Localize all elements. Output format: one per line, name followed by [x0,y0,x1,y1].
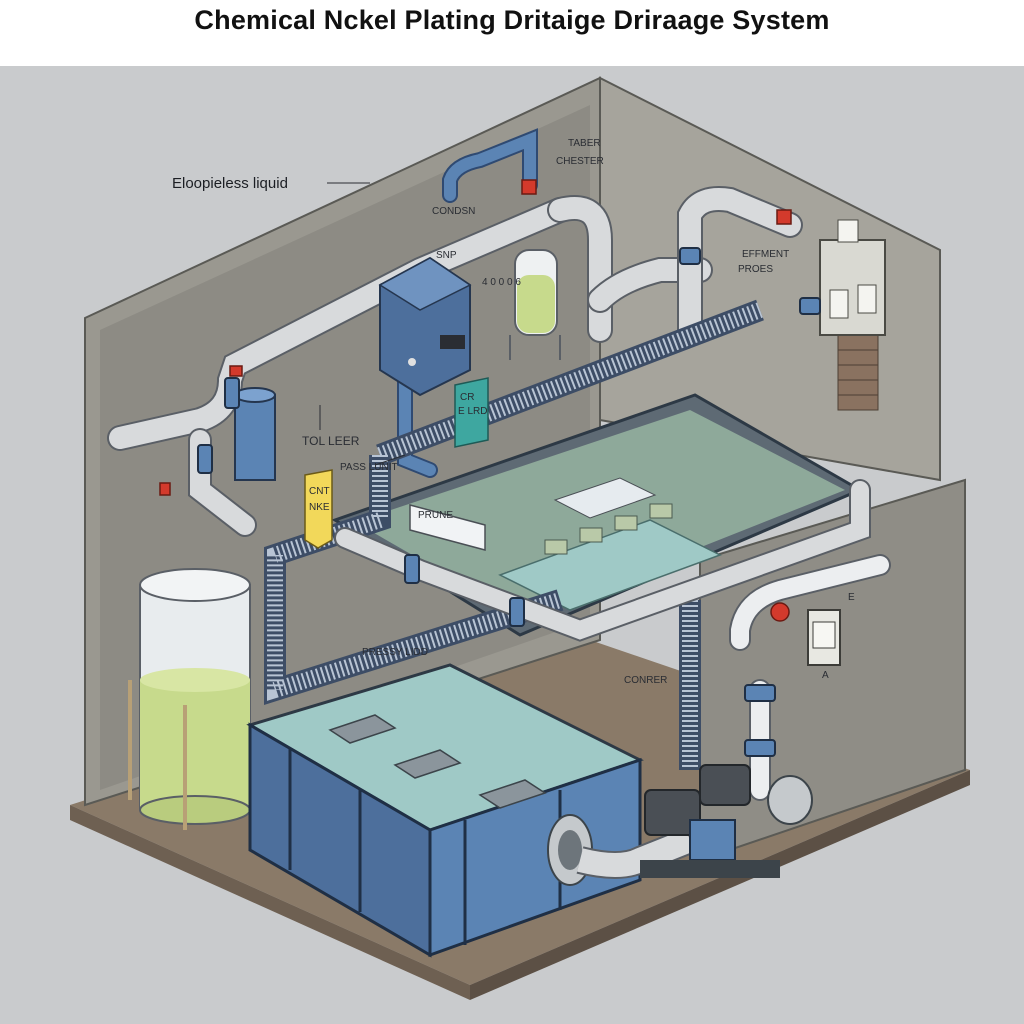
floor-edge-right [470,770,970,1000]
label-snp: SNP [436,250,457,261]
valves [159,179,792,622]
label-press-lid: PRESSY LIDD [362,647,428,658]
label-a: A [822,670,829,681]
label-chester: CHESTER [556,156,604,167]
prune-sign [409,504,486,551]
label-cr: CR [460,392,474,403]
label-prods: PROES [738,264,773,275]
teal-tag [454,377,489,448]
wall-display [807,609,841,666]
gauge-panel [819,219,886,336]
label-cnt: CNT [309,486,330,497]
pumps [576,764,813,879]
control-box [378,256,472,397]
diagram-title: Chemical Nckel Plating Dritaige Driraage… [194,5,830,35]
brick-column [837,334,879,411]
reagent-flask [509,249,561,360]
concrete-channels [264,299,764,770]
floor-edge [70,805,470,1000]
label-toleer: TOL LEER [302,434,360,448]
label-conrer: CONRER [624,675,667,686]
electroless-tank [128,568,251,830]
label-pass-unit: PASS LUNIT [340,462,398,473]
label-eld: E LRD [458,406,487,417]
label-prune: PRUNE [418,510,453,521]
plating-system-illustration: Eloopieless liquid TABER CHESTER CONDSN … [70,76,970,1000]
label-effment: EFFMENT [742,249,789,260]
filter-cylinder [234,387,276,481]
yellow-tag [304,469,333,549]
label-condsn: CONDSN [432,206,475,217]
label-e: E [848,592,855,603]
lower-plating-tank [246,663,644,958]
label-tabr: TABER [568,138,601,149]
label-electroless: Eloopieless liquid [172,175,288,192]
title-bar [0,0,1024,66]
label-digits: 4 0 0 0 6 [482,277,521,288]
label-nke: NKE [309,502,330,513]
pipe-flanges [197,247,821,757]
upper-plating-basin [331,393,864,637]
